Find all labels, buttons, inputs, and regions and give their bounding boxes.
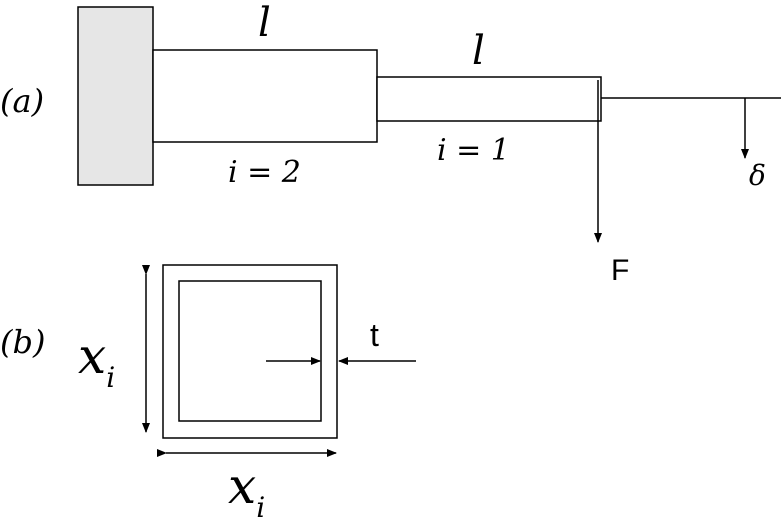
segment-1-index-label: i = 1 [437,133,510,168]
height-label: xi [78,327,115,394]
width-label-subscript: i [256,491,265,524]
width-label-base: x [228,457,256,515]
section-outer-wall [162,264,338,439]
panel-b-label: (b) [0,323,45,361]
width-label: xi [228,457,265,524]
segment-2-length-label: l [258,0,271,46]
segment-2-index-label: i = 2 [228,155,301,190]
force-label: F [611,254,629,287]
beam-segment-2 [152,49,378,143]
height-label-subscript: i [106,361,115,394]
beam-segment-1 [376,76,602,122]
panel-a-label: (a) [0,82,44,120]
panel-a: (a) l l i = 2 i = 1 F δ [0,0,781,287]
thickness-label: t [370,317,379,353]
fixed-wall [77,6,154,186]
panel-b: (b) xi xi t [0,264,416,524]
segment-1-length-label: l [472,28,485,74]
section-inner-wall [178,280,322,422]
deflection-label: δ [749,159,766,192]
height-label-base: x [78,327,106,385]
